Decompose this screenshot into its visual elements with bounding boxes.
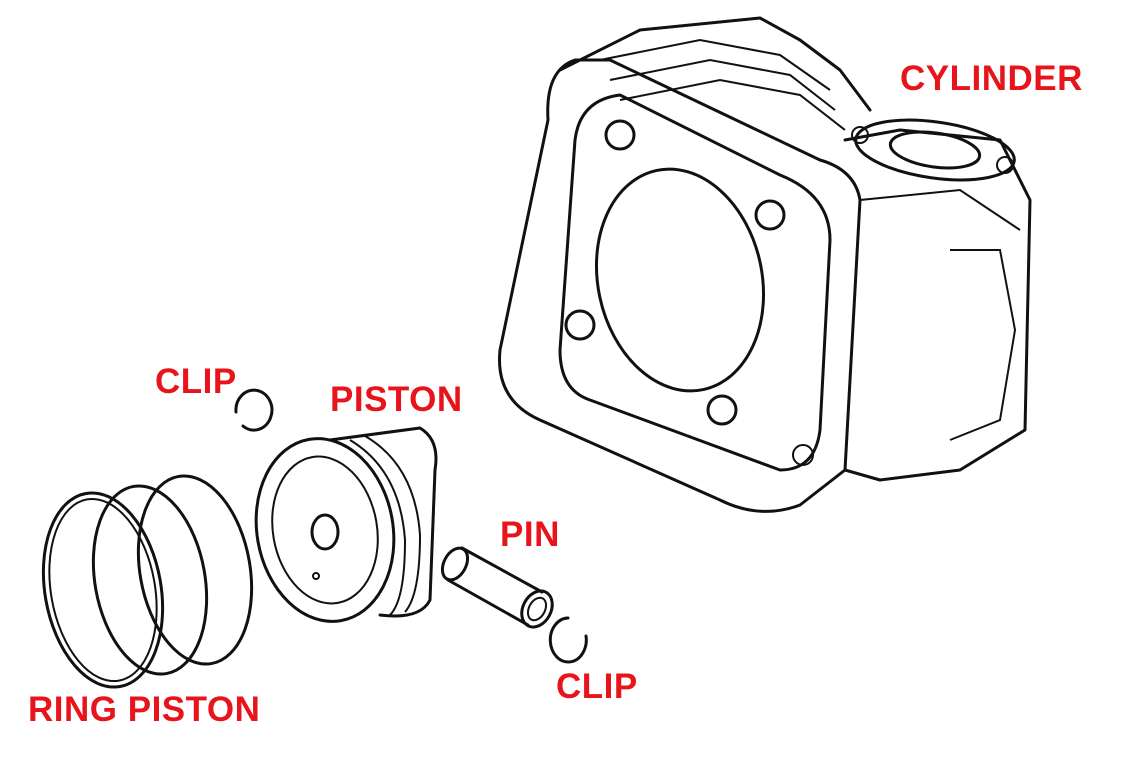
- ring-piston-drawing: [41, 474, 254, 689]
- label-clip-top: CLIP: [155, 362, 237, 401]
- label-piston: PISTON: [330, 380, 463, 419]
- clip-bottom-drawing: [548, 616, 588, 664]
- clip-top-drawing: [234, 388, 274, 432]
- cylinder-drawing: [498, 16, 1032, 513]
- pin-drawing: [440, 546, 554, 629]
- label-ring-piston: RING PISTON: [28, 690, 261, 729]
- label-pin: PIN: [500, 515, 560, 554]
- piston-drawing: [254, 426, 438, 623]
- label-clip-bottom: CLIP: [556, 667, 638, 706]
- label-cylinder: CYLINDER: [900, 59, 1083, 98]
